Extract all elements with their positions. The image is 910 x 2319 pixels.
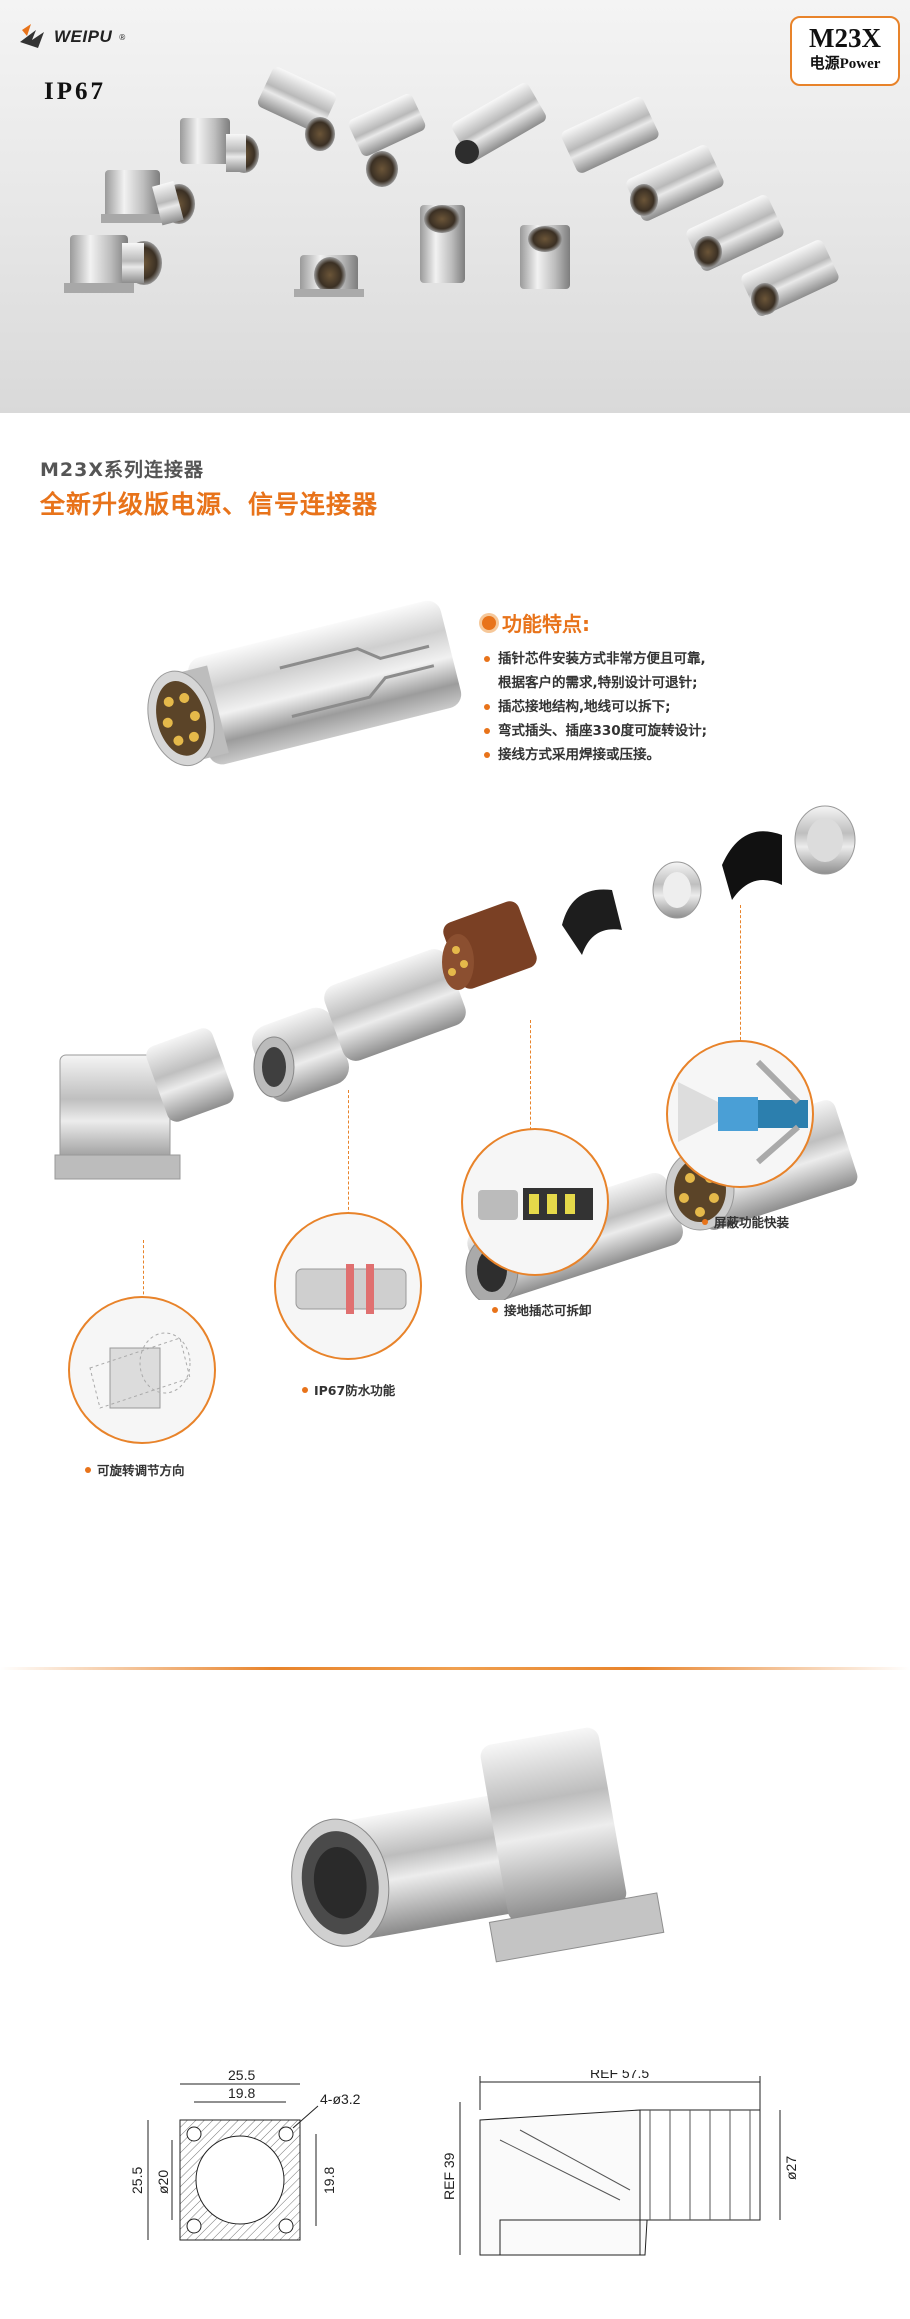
features-panel: 功能特点: 插针芯件安装方式非常方便且可靠, 根据客户的需求,特别设计可退针; … <box>482 608 902 767</box>
callout-waterproof-label: IP67防水功能 <box>302 1380 395 1399</box>
side-dimension-drawing: REF 57.5 REF 39 ø27 <box>441 2070 799 2256</box>
callout-line-waterproof <box>348 1090 349 1220</box>
badge-subtitle: 电源Power <box>809 56 881 72</box>
dim-length: REF 57.5 <box>590 2070 649 2081</box>
series-title: 全新升级版电源、信号连接器 <box>40 490 379 519</box>
dim-outer-width: 25.5 <box>228 2070 255 2083</box>
callout-rotate-label: 可旋转调节方向 <box>85 1460 185 1479</box>
features-heading-text: 功能特点: <box>502 612 590 636</box>
callout-waterproof-image <box>274 1212 422 1360</box>
callout-ground-image <box>461 1128 609 1276</box>
dim-diameter: ø20 <box>155 2170 171 2194</box>
series-subtitle: M23X系列连接器 <box>40 459 204 481</box>
registered-mark: ® <box>118 32 127 42</box>
callout-shield-label: 屏蔽功能快装 <box>702 1212 789 1231</box>
dim-inner-width: 19.8 <box>228 2085 255 2101</box>
ip-rating: IP67 <box>44 78 106 105</box>
weipu-logo-icon <box>18 22 48 52</box>
callout-line-rotate <box>143 1240 144 1320</box>
brand-name: WEIPU <box>54 27 113 46</box>
feature-item: 插芯接地结构,地线可以拆下; <box>482 695 902 719</box>
feature-item: 弯式插头、插座330度可旋转设计; <box>482 719 902 743</box>
hero-banner: WEIPU ® IP67 M23X 电源Power <box>0 0 910 413</box>
dim-outer-height: 25.5 <box>129 2167 145 2194</box>
straight-connector-image <box>147 600 462 767</box>
feature-item: 插针芯件安装方式非常方便且可靠, <box>482 647 902 671</box>
callout-ground-label: 接地插芯可拆卸 <box>492 1300 592 1319</box>
section-divider <box>0 1667 910 1670</box>
connector-family-image <box>64 67 839 316</box>
callout-rotate-image <box>68 1296 216 1444</box>
flange-dimension-drawing: 25.5 19.8 4-ø3.2 25.5 ø20 19.8 <box>129 2070 361 2241</box>
badge-model: M23X <box>809 23 881 53</box>
brand-logo[interactable]: WEIPU ® <box>18 22 126 52</box>
feature-bullet-icon <box>482 615 496 630</box>
dim-inner-height: 19.8 <box>321 2167 337 2194</box>
callout-line-ground <box>530 1020 531 1140</box>
feature-item-continued: 根据客户的需求,特别设计可退针; <box>498 675 698 691</box>
callout-line-shield <box>740 905 741 1045</box>
callout-shield-image <box>666 1040 814 1188</box>
features-heading: 功能特点: <box>482 608 902 637</box>
model-badge: M23X 电源Power <box>790 16 900 86</box>
dim-height: REF 39 <box>441 2152 457 2200</box>
angled-socket-image <box>291 1727 665 1963</box>
dim-socket-diameter: ø27 <box>783 2156 799 2180</box>
feature-item: 接线方式采用焊接或压接。 <box>482 743 902 767</box>
dim-holes: 4-ø3.2 <box>320 2091 361 2107</box>
